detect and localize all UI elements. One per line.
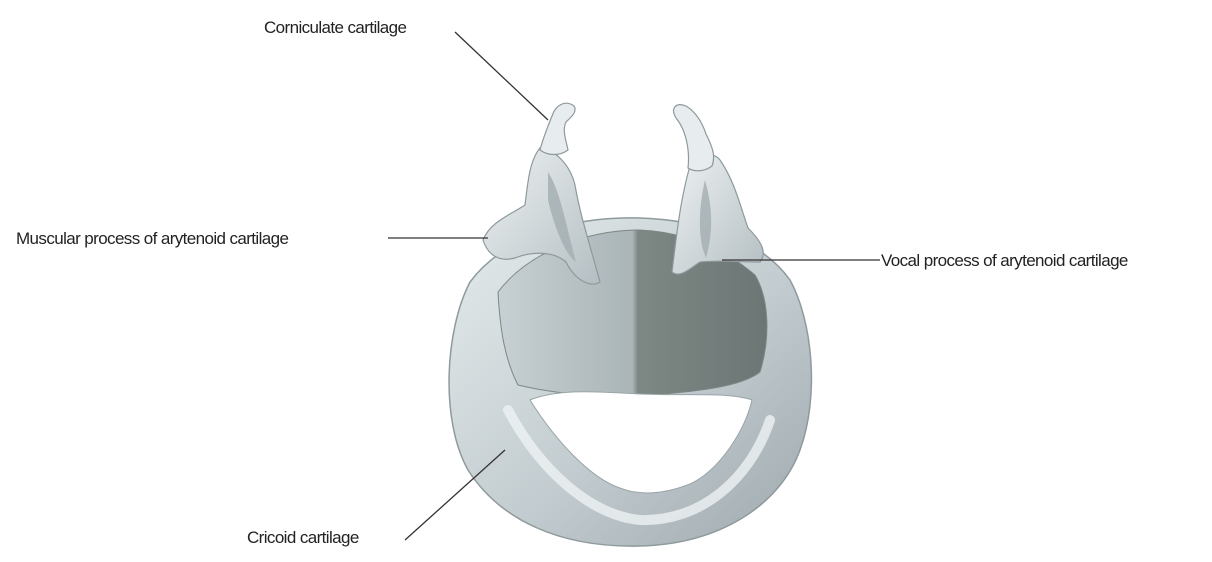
right-arytenoid-shape [672, 155, 763, 274]
vocal-process-label: Vocal process of arytenoid cartilage [881, 251, 1128, 271]
corniculate-cartilage-label: Corniculate cartilage [264, 18, 406, 38]
left-corniculate-shape [540, 103, 575, 154]
cricoid-cartilage-label: Cricoid cartilage [247, 528, 359, 548]
right-corniculate-shape [674, 105, 714, 171]
leader-line-corniculate [455, 32, 548, 120]
muscular-process-label: Muscular process of arytenoid cartilage [16, 229, 288, 249]
